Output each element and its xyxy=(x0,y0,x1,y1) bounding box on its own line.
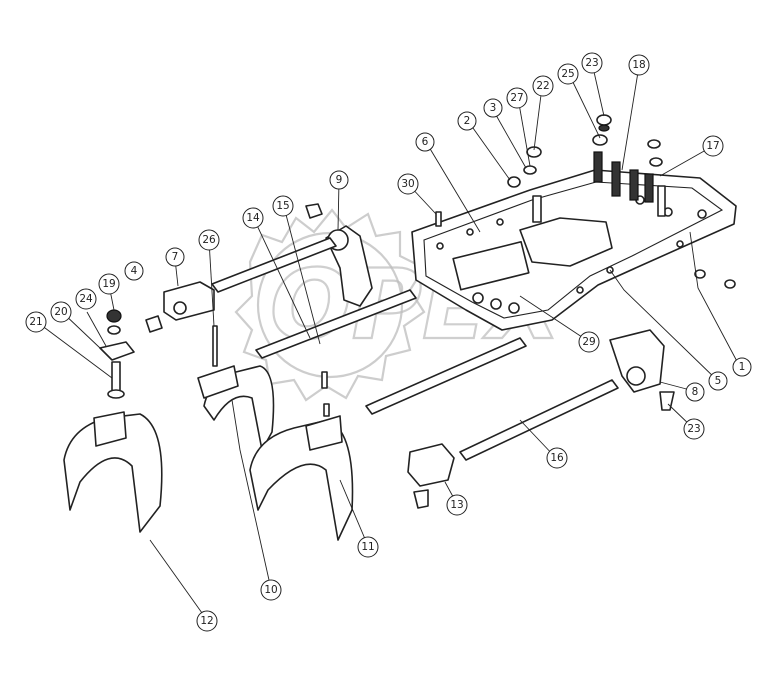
callout-label: 12 xyxy=(200,615,213,627)
callout-label: 3 xyxy=(490,102,497,114)
pin-26 xyxy=(212,325,218,367)
callout-label: 23 xyxy=(585,57,598,69)
callout-label: 6 xyxy=(422,136,429,148)
callout-9: 9 xyxy=(329,170,349,190)
callout-label: 4 xyxy=(131,265,138,277)
callout-6: 6 xyxy=(415,132,435,152)
rail-block-8 xyxy=(609,329,675,411)
callout-label: 15 xyxy=(276,200,289,212)
callout-label: 13 xyxy=(450,499,463,511)
callout-label: 9 xyxy=(336,174,343,186)
callout-label: 25 xyxy=(561,68,574,80)
callout-11: 11 xyxy=(357,536,379,558)
callout-label: 17 xyxy=(706,140,719,152)
callout-15: 15 xyxy=(272,195,294,217)
callout-label: 19 xyxy=(102,278,115,290)
callout-label: 1 xyxy=(739,361,746,373)
callout-27: 27 xyxy=(506,87,528,109)
callout-5: 5 xyxy=(708,371,728,391)
callout-label: 27 xyxy=(510,92,523,104)
pin-30 xyxy=(435,211,442,227)
callout-label: 5 xyxy=(715,375,722,387)
callout-23-bottom: 23 xyxy=(683,418,705,440)
cover-studs xyxy=(532,151,666,223)
callout-label: 24 xyxy=(79,293,93,305)
callout-1: 1 xyxy=(732,357,752,377)
interlock-block xyxy=(163,281,215,321)
callout-17: 17 xyxy=(702,135,724,157)
callout-8: 8 xyxy=(685,382,705,402)
callout-label: 11 xyxy=(361,541,374,553)
callout-label: 21 xyxy=(29,316,42,328)
callout-24: 24 xyxy=(75,288,97,310)
callout-29: 29 xyxy=(578,331,600,353)
callout-20: 20 xyxy=(50,301,72,323)
callout-label: 29 xyxy=(582,336,595,348)
plug-4 xyxy=(145,315,163,333)
callouts: 1 2 3 4 5 6 7 8 9 10 11 12 13 14 15 16 1… xyxy=(25,52,752,632)
callout-13: 13 xyxy=(446,494,468,516)
callout-label: 16 xyxy=(550,452,564,464)
callout-label: 8 xyxy=(692,386,699,398)
callout-label: 26 xyxy=(202,234,216,246)
callout-23-top: 23 xyxy=(581,52,603,74)
callout-16: 16 xyxy=(546,447,568,469)
callout-25: 25 xyxy=(557,63,579,85)
callout-label: 20 xyxy=(54,306,67,318)
callout-3: 3 xyxy=(483,98,503,118)
cover-plate xyxy=(411,169,737,331)
callout-2: 2 xyxy=(457,111,477,131)
nuts-and-washers xyxy=(507,114,736,289)
callout-label: 2 xyxy=(464,115,471,127)
bolt-assembly xyxy=(99,309,135,399)
callout-30: 30 xyxy=(397,173,419,195)
callout-label: 18 xyxy=(632,59,645,71)
callout-10: 10 xyxy=(260,579,282,601)
callout-label: 23 xyxy=(687,423,700,435)
callout-19: 19 xyxy=(98,273,120,295)
callout-label: 22 xyxy=(536,80,549,92)
callout-22: 22 xyxy=(532,75,554,97)
callout-14: 14 xyxy=(242,207,264,229)
callout-label: 10 xyxy=(264,584,277,596)
shift-forks xyxy=(63,365,354,541)
callout-18: 18 xyxy=(628,54,650,76)
callout-12: 12 xyxy=(196,610,218,632)
shift-rails xyxy=(211,237,619,461)
callout-label: 14 xyxy=(246,212,260,224)
callout-7: 7 xyxy=(165,247,185,267)
callout-label: 7 xyxy=(172,251,179,263)
callout-4: 4 xyxy=(124,261,144,281)
callout-label: 30 xyxy=(401,178,414,190)
callout-21: 21 xyxy=(25,311,47,333)
callout-26: 26 xyxy=(198,229,220,251)
rail-block-13 xyxy=(407,443,455,509)
